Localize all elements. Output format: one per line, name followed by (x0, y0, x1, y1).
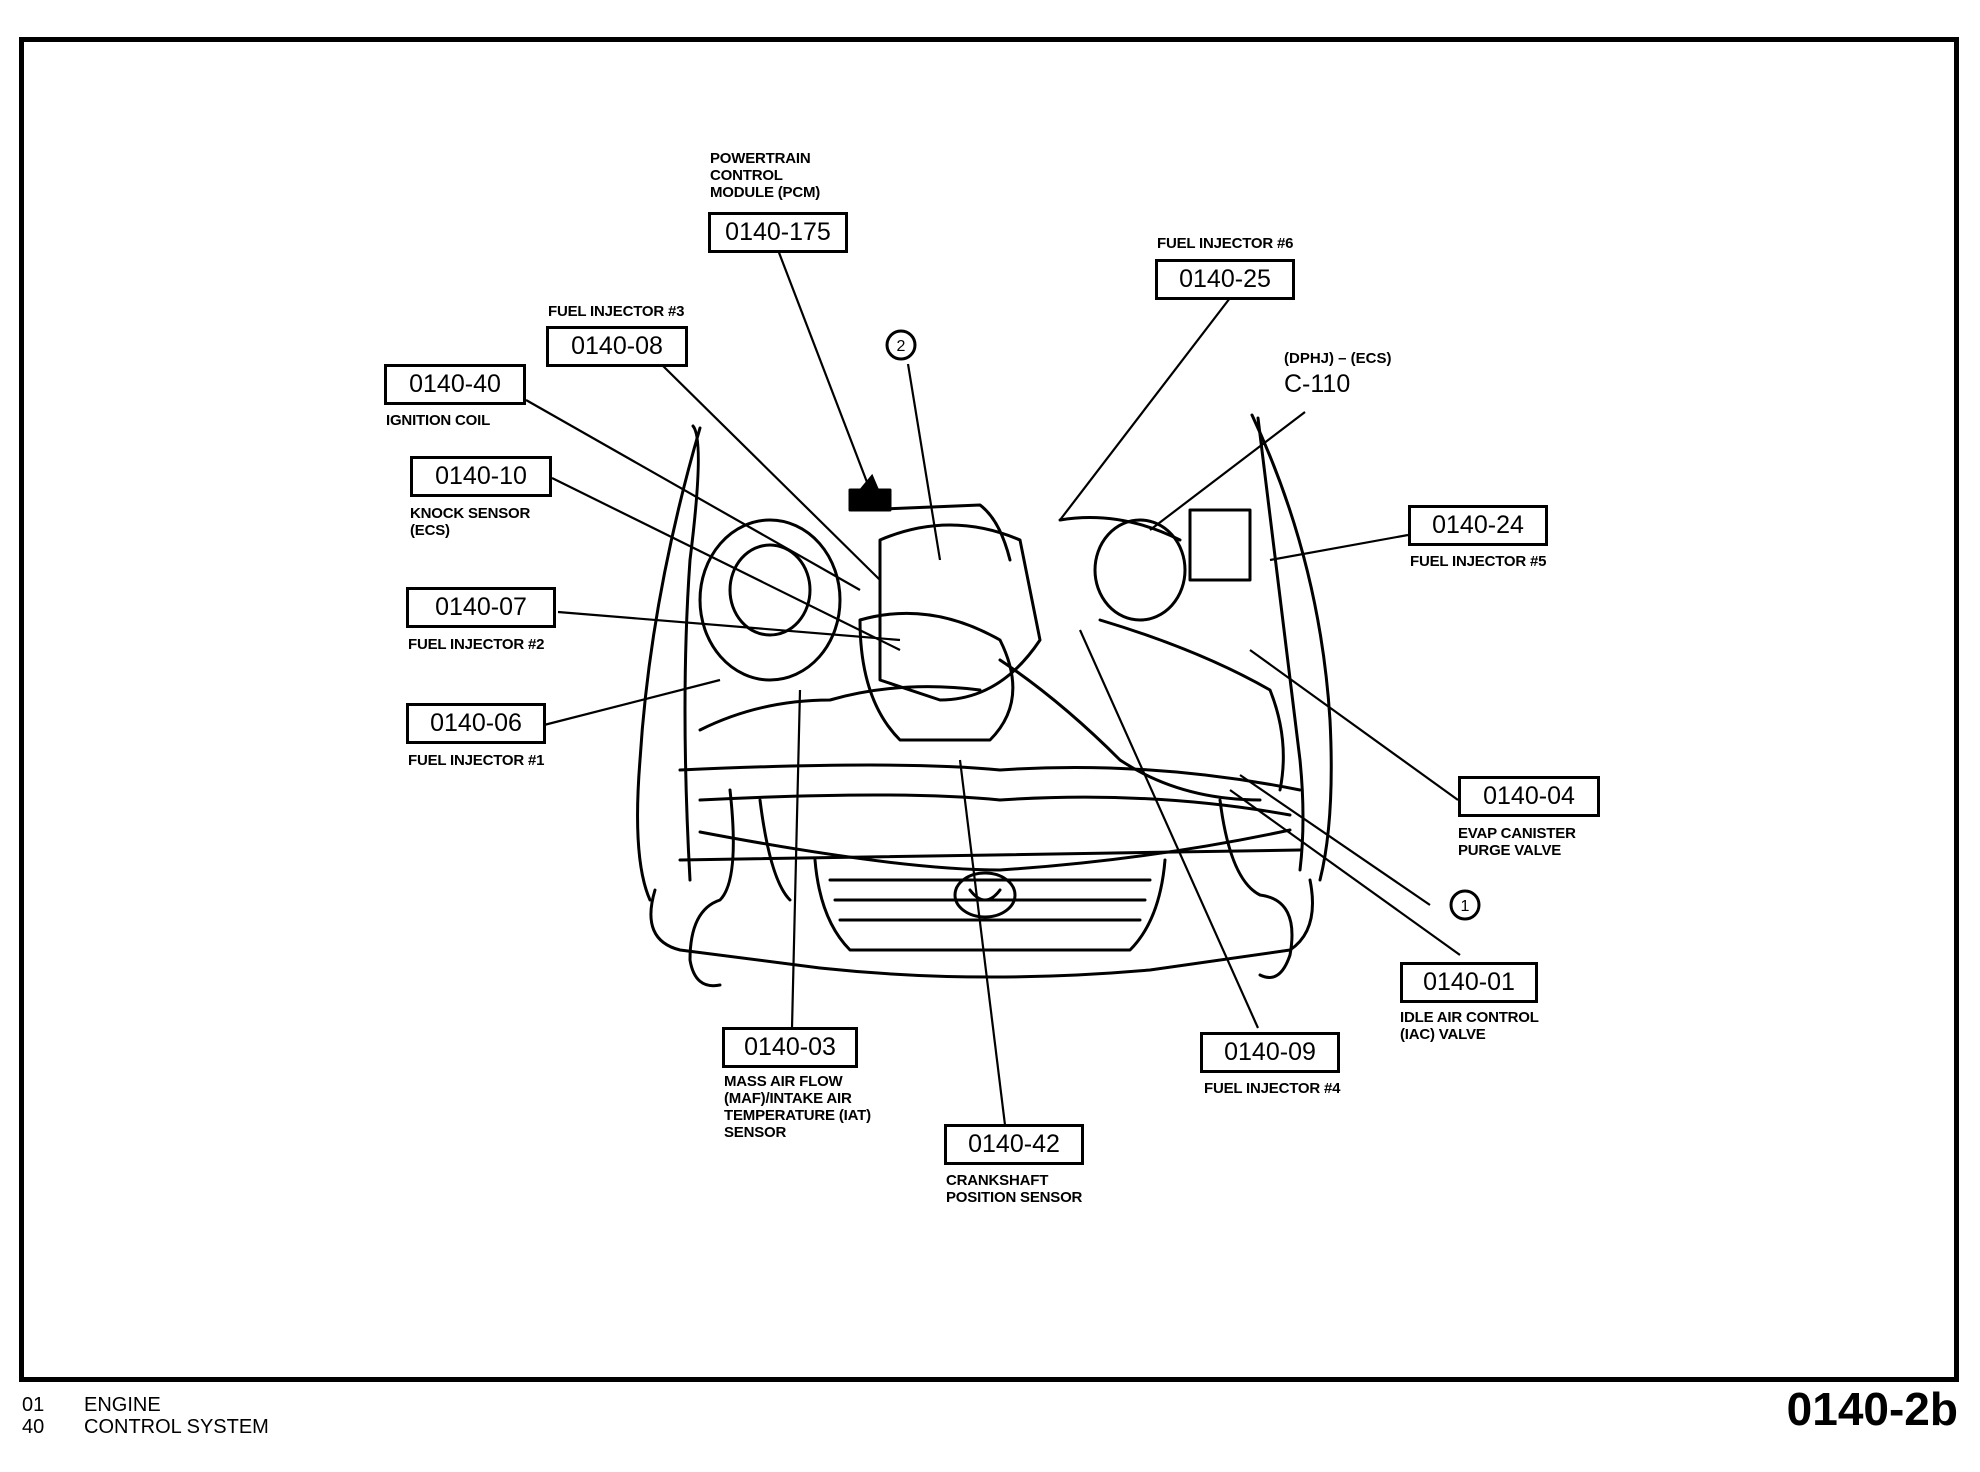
callout-caption: FUEL INJECTOR #1 (408, 752, 545, 769)
callout-id-box: 0140-09 (1200, 1032, 1340, 1073)
diagram-frame (19, 37, 1959, 1382)
leader-lines (525, 249, 1461, 1126)
callout-id-box: 0140-10 (410, 456, 552, 497)
callout-id-box: 0140-175 (708, 212, 848, 253)
footer-line: 01 ENGINE (22, 1394, 269, 1416)
callout-caption: FUEL INJECTOR #6 (1157, 235, 1294, 252)
footer-label: CONTROL SYSTEM (84, 1416, 269, 1438)
callout-caption: FUEL INJECTOR #2 (408, 636, 545, 653)
callout-caption: FUEL INJECTOR #5 (1410, 553, 1547, 570)
footer-code: 01 (22, 1394, 45, 1416)
callout-caption: CRANKSHAFT POSITION SENSOR (946, 1172, 1083, 1206)
callout-id-box: 0140-40 (384, 364, 526, 405)
marker-1: 1 (1449, 889, 1481, 921)
page-id: 0140-2b (1786, 1383, 1958, 1435)
marker-1-number: 1 (1461, 898, 1470, 915)
callout-id-box: 0140-03 (722, 1027, 858, 1068)
footer-code: 40 (22, 1416, 45, 1438)
callout-caption: IGNITION COIL (386, 412, 491, 429)
callout-caption: FUEL INJECTOR #4 (1204, 1080, 1341, 1097)
connector-title: (DPHJ) – (ECS) (1284, 350, 1392, 367)
callout-caption: KNOCK SENSOR (ECS) (410, 505, 531, 539)
callout-caption: MASS AIR FLOW (MAF)/INTAKE AIR TEMPERATU… (724, 1073, 871, 1141)
callout-caption: IDLE AIR CONTROL (IAC) VALVE (1400, 1009, 1539, 1043)
footer-label: ENGINE (84, 1394, 161, 1416)
callout-id-box: 0140-42 (944, 1124, 1084, 1165)
footer-line: 40 CONTROL SYSTEM (22, 1416, 269, 1438)
marker-2-number: 2 (897, 338, 906, 355)
engine-compartment-drawing (636, 413, 1333, 988)
marker-2: 2 (885, 329, 917, 361)
callout-id-box: 0140-06 (406, 703, 546, 744)
footer-section-codes: 01 ENGINE 40 CONTROL SYSTEM (22, 1394, 269, 1438)
callout-id-box: 0140-24 (1408, 505, 1548, 546)
callout-caption: EVAP CANISTER PURGE VALVE (1458, 825, 1576, 859)
callout-id-box: 0140-01 (1400, 962, 1538, 1003)
connector-id: C-110 (1284, 370, 1351, 398)
callout-id-box: 0140-04 (1458, 776, 1600, 817)
callout-id-box: 0140-25 (1155, 259, 1295, 300)
callout-caption: FUEL INJECTOR #3 (548, 303, 685, 320)
callout-id-box: 0140-07 (406, 587, 556, 628)
callout-id-box: 0140-08 (546, 326, 688, 367)
callout-caption: POWERTRAIN CONTROL MODULE (PCM) (710, 150, 821, 201)
